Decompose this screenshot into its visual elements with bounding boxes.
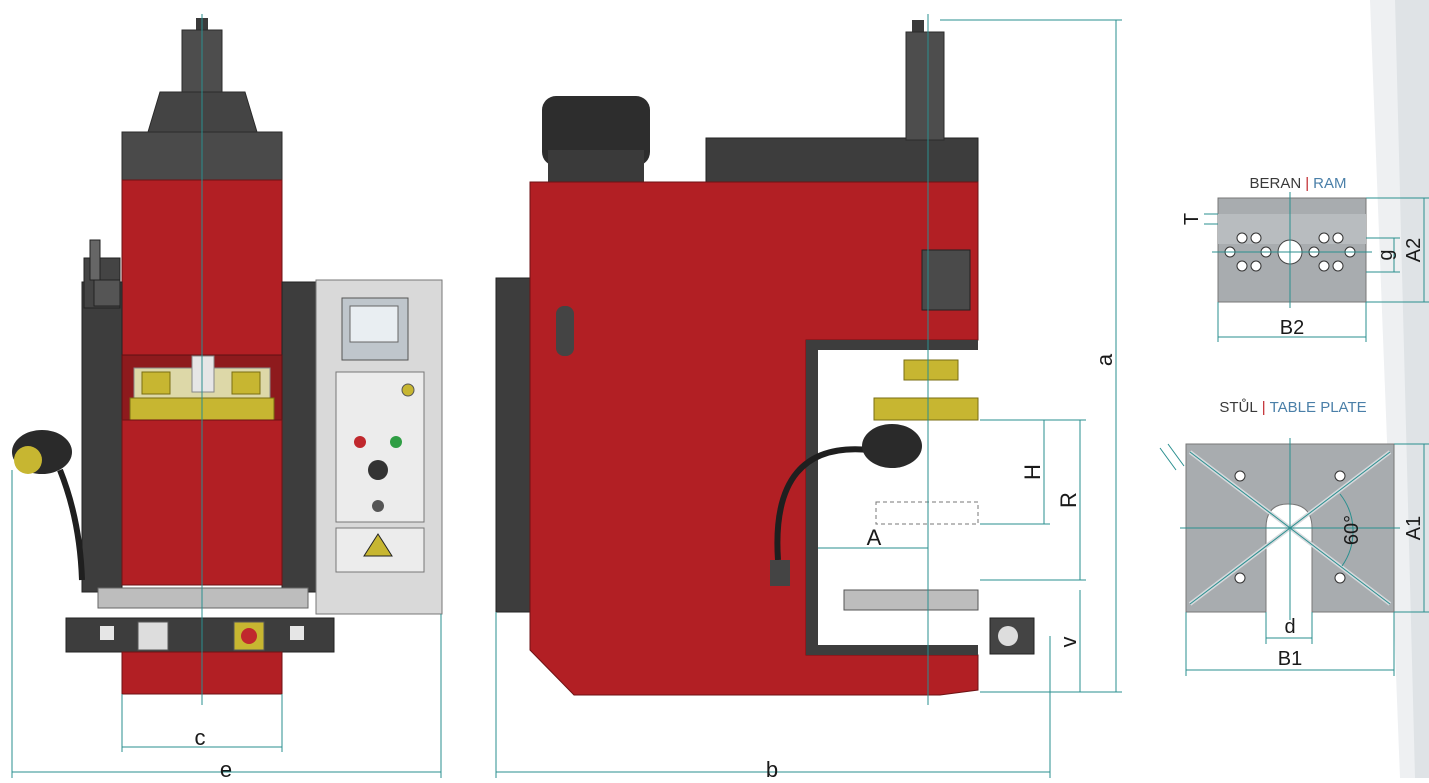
dim-A1-label: A1 bbox=[1403, 516, 1425, 540]
table-caption-en: TABLE PLATE bbox=[1270, 399, 1367, 416]
front-view: c e bbox=[11, 14, 443, 782]
table-plate-detail: 60° A1 d B1 STŮL |TABLE PLATE bbox=[1159, 398, 1429, 676]
dim-A2-label: A2 bbox=[1403, 238, 1425, 262]
table-caption-cs: STŮL bbox=[1219, 398, 1257, 416]
dim-A-label: A bbox=[867, 525, 882, 550]
angle-label: 60° bbox=[1341, 515, 1363, 545]
table-caption-separator: | bbox=[1262, 399, 1266, 416]
dim-B1-label: B1 bbox=[1278, 648, 1302, 670]
dim-H-label: H bbox=[1020, 464, 1045, 480]
ram-detail: T g A2 B2 BERAN|RAM bbox=[1181, 175, 1429, 342]
ram-caption-en: RAM bbox=[1313, 175, 1346, 192]
ram-caption-cs: BERAN bbox=[1250, 175, 1302, 192]
dim-T-label: T bbox=[1181, 213, 1203, 225]
ram-caption: BERAN|RAM bbox=[1250, 175, 1347, 192]
dim-v-label: v bbox=[1056, 637, 1081, 648]
background-decoration bbox=[1370, 0, 1429, 778]
dim-g-label: g bbox=[1375, 249, 1397, 260]
side-view: a H R v A b bbox=[495, 14, 1122, 782]
dim-d-label: d bbox=[1284, 616, 1295, 638]
dim-c-label: c bbox=[195, 725, 206, 750]
dim-B2-label: B2 bbox=[1280, 317, 1304, 339]
table-plate-caption: STŮL |TABLE PLATE bbox=[1219, 398, 1366, 416]
ram-caption-separator: | bbox=[1305, 175, 1309, 192]
dim-e-label: e bbox=[220, 757, 232, 778]
dim-a-label: a bbox=[1092, 353, 1117, 366]
dim-b-label: b bbox=[766, 757, 778, 778]
dim-R-label: R bbox=[1056, 492, 1081, 508]
